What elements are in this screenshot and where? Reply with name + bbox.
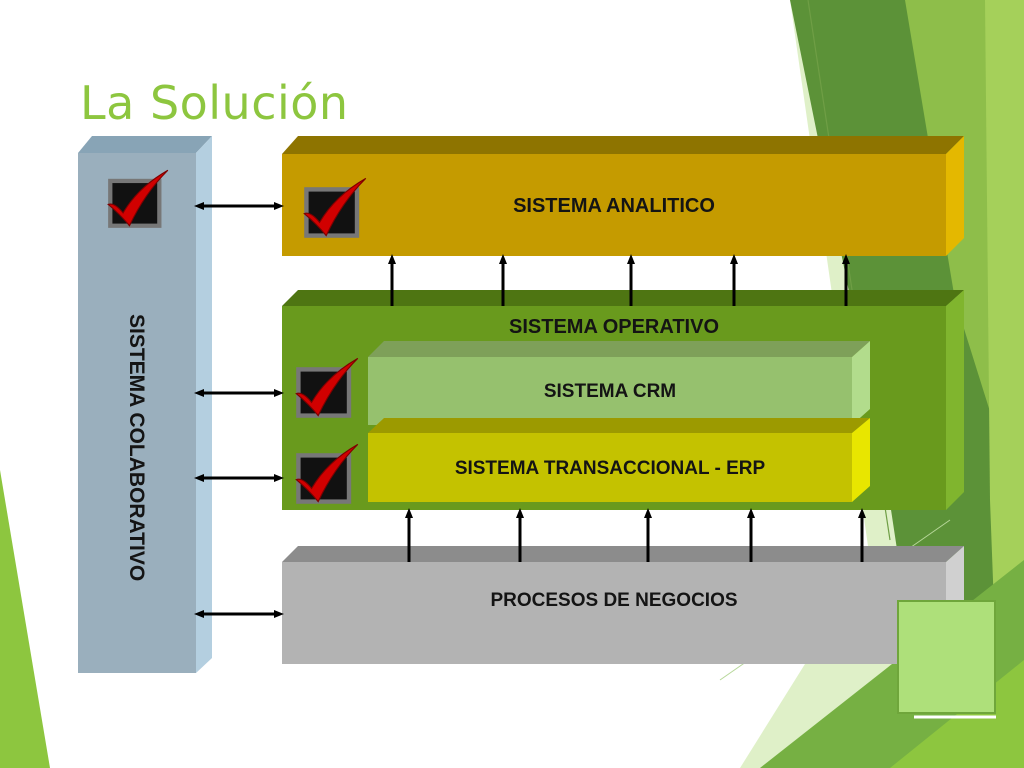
slide-title: La Solución <box>80 76 349 130</box>
block-crm <box>368 341 870 425</box>
label-analitico: SISTEMA ANALITICO <box>513 195 715 217</box>
label-procesos: PROCESOS DE NEGOCIOS <box>490 590 738 611</box>
decorative-green-square <box>897 600 996 714</box>
label-crm: SISTEMA CRM <box>543 381 677 402</box>
block-erp <box>368 418 870 502</box>
double-arrows <box>194 202 284 618</box>
up-arrows-bottom <box>405 508 866 562</box>
label-operativo: SISTEMA OPERATIVO <box>508 316 720 338</box>
left-green-triangle <box>0 470 50 768</box>
label-erp: SISTEMA TRANSACCIONAL - ERP <box>454 458 766 479</box>
block-procesos <box>282 546 964 664</box>
label-colaborativo: SISTEMA COLABORATIVO <box>125 314 148 582</box>
block-colaborativo <box>78 136 212 673</box>
up-arrows-top <box>388 254 850 306</box>
block-analitico <box>282 136 964 256</box>
